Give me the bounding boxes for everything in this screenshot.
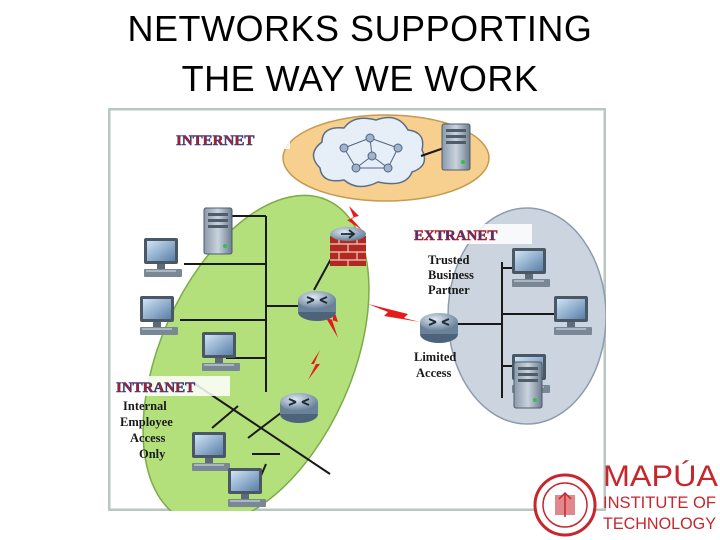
svg-text:EXTRANET: EXTRANET xyxy=(414,228,497,244)
svg-text:Trusted: Trusted xyxy=(428,253,469,267)
svg-text:Internal: Internal xyxy=(123,399,167,413)
svg-text:Access: Access xyxy=(416,366,452,380)
intranet-pc-1-icon xyxy=(144,238,182,277)
firewall-icon xyxy=(330,227,366,266)
mapua-logo: MAPÚA INSTITUTE OF TECHNOLOGY xyxy=(533,460,718,537)
svg-text:Partner: Partner xyxy=(428,283,470,297)
intranet-pc-3-icon xyxy=(202,332,240,371)
internet-server-icon xyxy=(441,123,471,171)
svg-text:INTRANET: INTRANET xyxy=(116,380,195,396)
svg-text:Business: Business xyxy=(428,268,474,282)
internet-label: INTERNET xyxy=(174,129,290,149)
intranet-description: Internal Employee Access Only xyxy=(120,399,173,461)
network-diagram: INTERNET EXTRANET INTRANET Trusted Busin… xyxy=(108,108,606,511)
wan-links xyxy=(308,206,420,380)
title-line-2: THE WAY WE WORK xyxy=(181,58,539,99)
svg-text:Employee: Employee xyxy=(120,415,173,429)
limited-access-text: Limited Access xyxy=(414,350,456,380)
svg-text:Limited: Limited xyxy=(414,350,456,364)
intranet-pc-4-icon xyxy=(192,432,230,471)
mapua-seal-icon xyxy=(533,473,597,537)
extranet-pc-2-icon xyxy=(554,296,592,335)
extranet-server-icon xyxy=(513,361,543,409)
logo-line-3: TECHNOLOGY xyxy=(603,514,716,533)
extranet-description: Trusted Business Partner xyxy=(428,253,474,297)
intranet-server-icon xyxy=(203,207,233,255)
intranet-label: INTRANET xyxy=(114,376,230,396)
intranet-edge-router-icon xyxy=(279,392,319,424)
extranet-pc-1-icon xyxy=(512,248,550,287)
internet-cloud xyxy=(312,116,426,188)
logo-line-2: INSTITUTE OF xyxy=(603,493,716,512)
intranet-pc-2-icon xyxy=(140,296,178,335)
cloud-mesh-icon xyxy=(339,133,403,173)
extranet-label: EXTRANET xyxy=(412,224,532,244)
intranet-core-router-icon xyxy=(297,290,337,322)
intranet-pc-5-icon xyxy=(228,468,266,507)
page-title: NETWORKS SUPPORTING THE WAY WE WORK xyxy=(0,4,720,104)
svg-text:INTERNET: INTERNET xyxy=(176,133,254,149)
extranet-router-icon xyxy=(419,312,459,344)
svg-text:Only: Only xyxy=(139,447,166,461)
logo-line-1: MAPÚA xyxy=(603,460,718,493)
title-line-1: NETWORKS SUPPORTING xyxy=(127,8,593,49)
svg-text:Access: Access xyxy=(130,431,166,445)
